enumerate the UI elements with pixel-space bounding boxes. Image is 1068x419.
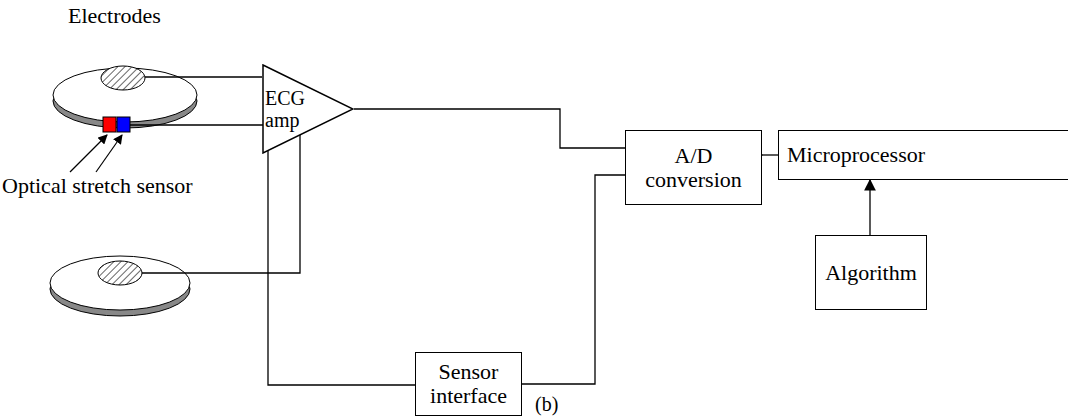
electrode [50,256,190,316]
electrodes-label: Electrodes [68,4,161,28]
process-box: Algorithm [815,235,927,310]
amplifier-triangle: ECG amp [262,64,354,154]
sensor-blue [117,117,130,132]
leader-line [70,135,122,172]
signal-line [354,109,625,148]
sensor-red [103,117,116,132]
node-text: Microprocessor [787,143,925,167]
sensor-label: Optical stretch sensor [2,174,193,198]
node-text: A/D conversion [634,144,753,192]
node-text: ECG amp [265,87,317,131]
signal-line [522,175,625,384]
wire [130,77,415,385]
signal-line [762,154,778,155]
process-box: Sensor interface [415,352,522,416]
process-box: A/D conversion [625,130,762,205]
node-text: Algorithm [825,261,917,285]
figure-caption: (b) [535,392,558,416]
node-text: Sensor interface [422,360,515,408]
process-box: Microprocessor [778,130,1068,180]
signal-line [869,180,870,235]
